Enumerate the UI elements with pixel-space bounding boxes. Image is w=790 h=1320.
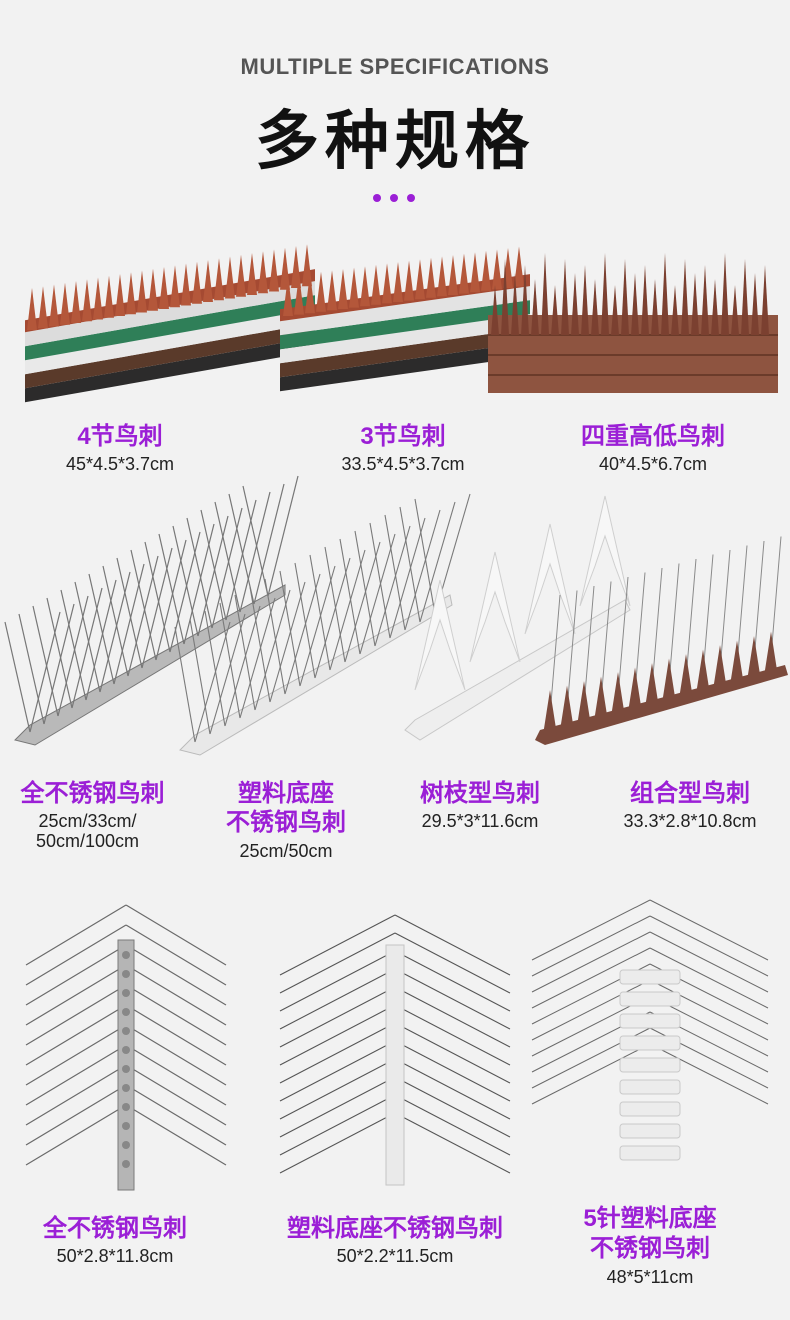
product-size: 25cm/50cm: [239, 841, 333, 861]
combination-bird-spike-image: [535, 536, 788, 745]
product-size-line: 25cm/33cm/: [38, 811, 137, 831]
product-size: 48*5*11cm: [606, 1267, 694, 1287]
product-name-line: 塑料底座: [238, 780, 334, 807]
stainless-steel-bird-spike-image: [4, 475, 299, 746]
product-name: 组合型鸟刺: [630, 780, 750, 807]
product-size-line: 50cm/100cm: [35, 831, 140, 851]
decorative-dots: [373, 194, 417, 204]
product-name: 全不锈钢鸟刺: [20, 780, 165, 807]
product-name-line: 不锈钢鸟刺: [590, 1235, 710, 1262]
three-section-plastic-bird-spike-image: [280, 246, 530, 392]
plastic-base-steel-bird-spike-top-view-image: [279, 914, 511, 1186]
product-name: 树枝型鸟刺: [420, 780, 540, 807]
product-name: 3节鸟刺: [360, 423, 446, 450]
product-name-line: 5针塑料底座: [583, 1205, 717, 1232]
product-name: 4节鸟刺: [77, 423, 163, 450]
product-size: 29.5*3*11.6cm: [421, 811, 539, 831]
product-size: 45*4.5*3.7cm: [65, 454, 175, 474]
product-size: 50*2.8*11.8cm: [56, 1246, 174, 1266]
product-name: 全不锈钢鸟刺: [43, 1215, 187, 1242]
four-section-plastic-bird-spike-image: [25, 244, 315, 403]
product-name: 塑料底座不锈钢鸟刺: [287, 1215, 503, 1242]
product-size: 33.5*4.5*3.7cm: [341, 454, 465, 474]
product-size: 33.3*2.8*10.8cm: [623, 811, 757, 831]
product-size: 50*2.2*11.5cm: [336, 1246, 454, 1266]
page-subtitle: MULTIPLE SPECIFICATIONS: [240, 54, 550, 79]
page-title: 多种规格: [255, 105, 535, 177]
product-name-line: 不锈钢鸟刺: [226, 809, 346, 836]
quad-high-low-bird-spike-image: [488, 253, 778, 393]
plastic-base-steel-bird-spike-image: [174, 493, 471, 756]
product-name: 四重高低鸟刺: [581, 423, 725, 450]
stainless-steel-bird-spike-top-view-image: [25, 904, 227, 1191]
product-size: 40*4.5*6.7cm: [598, 454, 708, 474]
five-needle-plastic-base-bird-spike-image: [531, 899, 769, 1161]
